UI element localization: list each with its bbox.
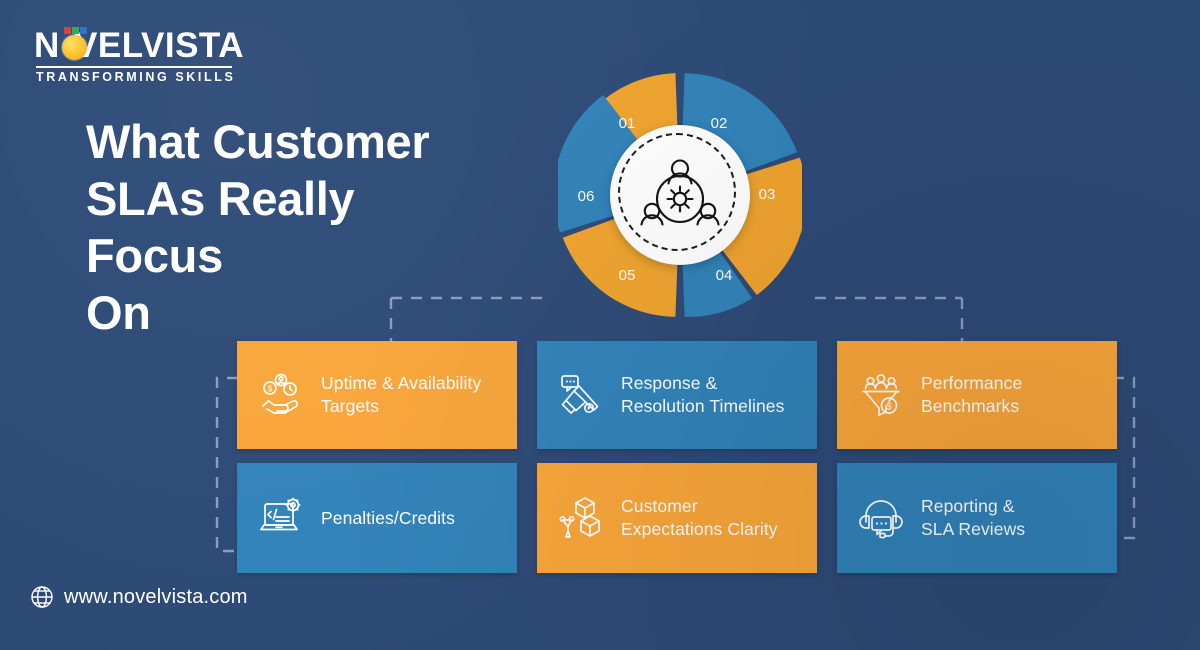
card-label-line-1: Customer bbox=[621, 496, 698, 516]
focus-area-grid: $ Uptime & Availability Targets bbox=[237, 341, 1117, 573]
donut-label-05: 05 bbox=[619, 267, 636, 284]
card-response-resolution-timelines[interactable]: Response & Resolution Timelines bbox=[537, 341, 817, 449]
card-label-line-2: SLA Reviews bbox=[921, 519, 1026, 539]
card-label-line-1: Performance bbox=[921, 373, 1023, 393]
logo-tagline: TRANSFORMING SKILLS bbox=[36, 70, 236, 84]
logo-pixel-blue bbox=[79, 26, 87, 34]
page-title-line-3: Focus bbox=[86, 229, 223, 282]
donut-label-01: 01 bbox=[619, 115, 636, 132]
card-customer-expectations-clarity[interactable]: Customer Expectations Clarity bbox=[537, 463, 817, 573]
card-reporting-sla-reviews[interactable]: Reporting & SLA Reviews bbox=[837, 463, 1117, 573]
card-performance-benchmarks[interactable]: $ Performance Benchmarks bbox=[837, 341, 1117, 449]
hand-money-clock-icon: $ bbox=[259, 372, 305, 418]
logo-pixel-red bbox=[63, 26, 71, 34]
card-label: Penalties/Credits bbox=[321, 507, 455, 530]
logo-sun-circle bbox=[61, 34, 87, 60]
card-label: Reporting & SLA Reviews bbox=[921, 495, 1025, 541]
connector-left-bracket bbox=[215, 376, 238, 553]
card-uptime-availability-targets[interactable]: $ Uptime & Availability Targets bbox=[237, 341, 517, 449]
logo-pixel-green bbox=[71, 26, 79, 34]
card-label: Performance Benchmarks bbox=[921, 372, 1022, 418]
globe-icon bbox=[30, 585, 54, 609]
card-label: Uptime & Availability Targets bbox=[321, 372, 481, 418]
card-label-line-1: Uptime & Availability bbox=[321, 373, 482, 393]
footer[interactable]: www.novelvista.com bbox=[30, 585, 248, 609]
megaphone-chat-icon bbox=[559, 372, 605, 418]
card-penalties-credits[interactable]: Penalties/Credits bbox=[237, 463, 517, 573]
card-label-line-2: Targets bbox=[321, 396, 380, 416]
donut-label-04: 04 bbox=[716, 267, 733, 284]
funnel-people-dollar-icon: $ bbox=[859, 372, 905, 418]
card-label-line-2: Expectations Clarity bbox=[621, 519, 778, 539]
card-label-line-2: Resolution Timelines bbox=[621, 396, 785, 416]
website-url[interactable]: www.novelvista.com bbox=[64, 585, 248, 608]
card-label-line-1: Penalties/Credits bbox=[321, 507, 455, 528]
laptop-code-gear-icon bbox=[259, 495, 305, 541]
donut-label-06: 06 bbox=[578, 188, 595, 205]
boxes-pen-tool-icon bbox=[559, 495, 605, 541]
donut-label-03: 03 bbox=[759, 186, 776, 203]
page-title-line-4: On bbox=[86, 286, 151, 339]
card-label-line-1: Response & bbox=[621, 373, 718, 393]
team-gear-icon bbox=[638, 153, 722, 237]
page-title-line-2: SLAs Really bbox=[86, 172, 355, 225]
page-title: What Customer SLAs Really Focus On bbox=[86, 113, 516, 341]
donut-chart: 01 02 03 04 05 06 bbox=[558, 73, 802, 317]
card-label-line-1: Reporting & bbox=[921, 496, 1015, 516]
logo-wordmark: N VELVISTA bbox=[34, 26, 244, 65]
sun-logo-icon bbox=[61, 26, 87, 60]
donut-center-dashed-ring bbox=[618, 133, 736, 251]
logo-divider bbox=[36, 66, 232, 68]
headset-support-icon bbox=[859, 495, 905, 541]
logo-text-before-o: N bbox=[34, 26, 60, 65]
svg-text:$: $ bbox=[268, 385, 273, 394]
card-label: Response & Resolution Timelines bbox=[621, 372, 784, 418]
card-label-line-2: Benchmarks bbox=[921, 396, 1020, 416]
novelvista-logo[interactable]: N VELVISTA TRANSFORMING SKILLS bbox=[34, 26, 244, 84]
page-title-line-1: What Customer bbox=[86, 115, 430, 168]
logo-text-after-o: VELVISTA bbox=[74, 26, 244, 65]
svg-text:$: $ bbox=[886, 401, 892, 412]
donut-label-02: 02 bbox=[711, 115, 728, 132]
card-label: Customer Expectations Clarity bbox=[621, 495, 778, 541]
